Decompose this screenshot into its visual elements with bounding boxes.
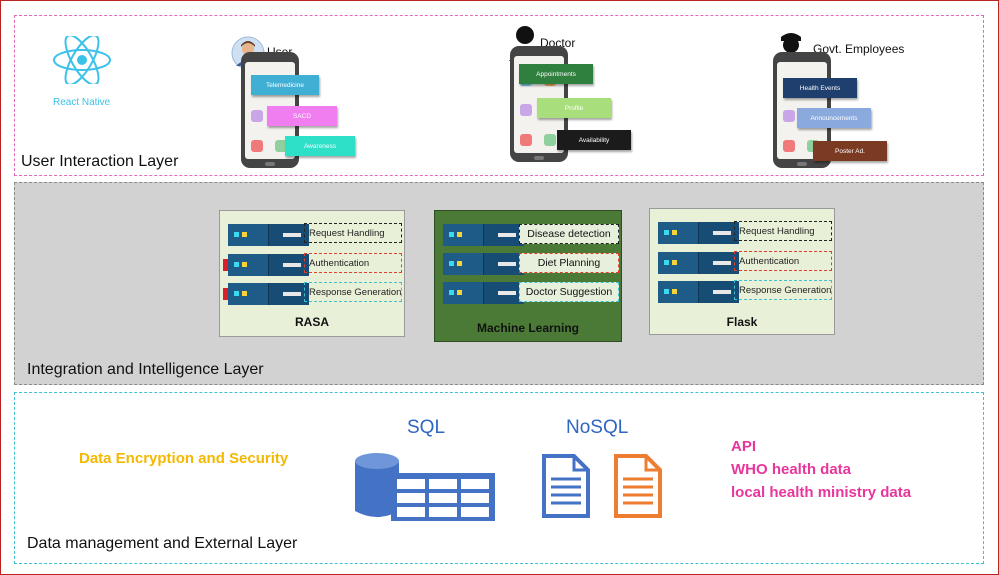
integration-layer: Request Handling Authentication Response… bbox=[14, 182, 984, 385]
role-label-govt: Govt. Employees bbox=[813, 42, 905, 56]
govt-health-events-pill: Health Events bbox=[783, 78, 857, 98]
server-unit bbox=[658, 222, 739, 244]
doctor-appointments-pill: Appointments bbox=[519, 64, 593, 84]
rasa-title: RASA bbox=[294, 315, 329, 329]
data-layer: Data Encryption and Security SQL NoSQL A… bbox=[14, 392, 984, 564]
server-unit bbox=[228, 224, 309, 246]
integration-layer-title: Integration and Intelligence Layer bbox=[27, 361, 264, 378]
nosql-label: NoSQL bbox=[566, 417, 629, 438]
react-native-label: React Native bbox=[53, 97, 111, 108]
flask-request-handling: Request Handling bbox=[734, 221, 832, 241]
ml-module: Disease detection Diet Planning Doctor S… bbox=[434, 210, 622, 342]
rasa-response-generation: Response Generation bbox=[304, 282, 402, 302]
rasa-authentication: Authentication bbox=[304, 253, 402, 273]
ml-title: Machine Learning bbox=[476, 321, 580, 335]
flask-module: Request Handling Authentication Response… bbox=[649, 208, 835, 335]
sql-database-icon bbox=[355, 453, 495, 521]
server-unit bbox=[658, 252, 739, 274]
blue-document-icon bbox=[542, 454, 590, 518]
user-interaction-layer: React Native User Telemedicine SACD Awar… bbox=[14, 15, 984, 176]
external-api: API bbox=[731, 438, 757, 455]
rasa-module: Request Handling Authentication Response… bbox=[219, 210, 405, 337]
server-unit bbox=[223, 283, 309, 305]
user-telemedicine-pill: Telemedicine bbox=[251, 75, 319, 95]
server-unit bbox=[658, 281, 739, 303]
orange-document-icon bbox=[614, 454, 662, 518]
server-unit bbox=[223, 254, 309, 276]
ml-disease-detection: Disease detection bbox=[519, 224, 619, 244]
govt-poster-pill: Poster Ad. bbox=[813, 141, 887, 161]
data-security-label: Data Encryption and Security bbox=[79, 450, 289, 467]
server-unit bbox=[443, 224, 524, 246]
external-who: WHO health data bbox=[731, 461, 852, 478]
flask-authentication: Authentication bbox=[734, 251, 832, 271]
flask-title: Flask bbox=[726, 315, 758, 329]
server-unit bbox=[443, 282, 524, 304]
data-layer-title: Data management and External Layer bbox=[27, 535, 298, 552]
ml-diet-planning: Diet Planning bbox=[519, 253, 619, 273]
doctor-availability-pill: Availability bbox=[557, 130, 631, 150]
server-unit bbox=[443, 253, 524, 275]
react-logo-icon bbox=[53, 36, 111, 84]
user-layer-title: User Interaction Layer bbox=[21, 153, 179, 170]
ml-doctor-suggestion: Doctor Suggestion bbox=[519, 282, 619, 302]
rasa-request-handling: Request Handling bbox=[304, 223, 402, 243]
flask-response-generation: Response Generation bbox=[734, 280, 832, 300]
user-awareness-pill: Awareness bbox=[285, 136, 355, 156]
doctor-profile-pill: Profile bbox=[537, 98, 611, 118]
govt-announcements-pill: Announcements bbox=[797, 108, 871, 128]
sql-label: SQL bbox=[407, 417, 446, 438]
user-sacd-pill: SACD bbox=[267, 106, 337, 126]
external-ministry: local health ministry data bbox=[731, 484, 912, 501]
